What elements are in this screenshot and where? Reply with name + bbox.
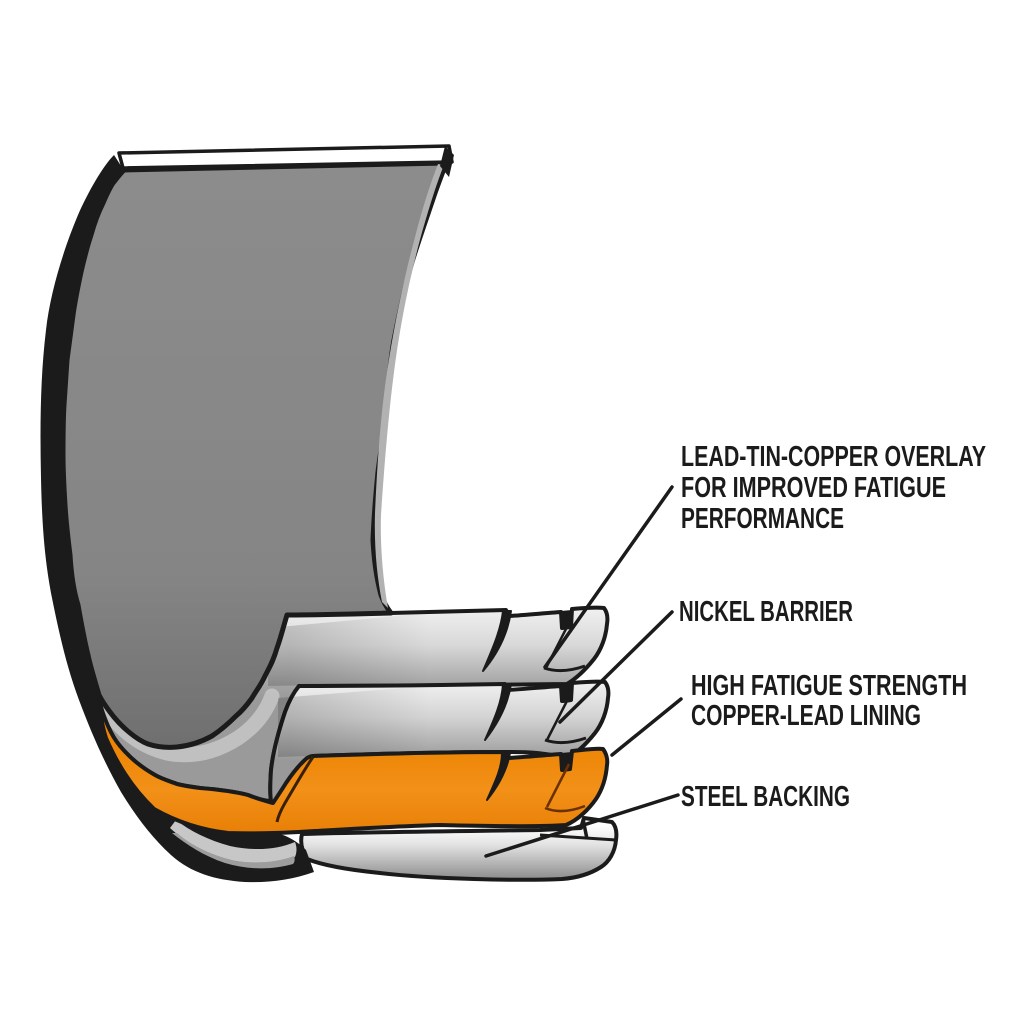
svg-text:PERFORMANCE: PERFORMANCE xyxy=(681,503,844,535)
svg-text:FOR IMPROVED FATIGUE: FOR IMPROVED FATIGUE xyxy=(681,472,946,504)
svg-text:COPPER-LEAD LINING: COPPER-LEAD LINING xyxy=(691,700,921,732)
svg-text:STEEL BACKING: STEEL BACKING xyxy=(681,781,850,813)
svg-text:NICKEL BARRIER: NICKEL BARRIER xyxy=(679,596,853,628)
svg-text:LEAD-TIN-COPPER OVERLAY: LEAD-TIN-COPPER OVERLAY xyxy=(681,441,986,473)
svg-text:HIGH FATIGUE STRENGTH: HIGH FATIGUE STRENGTH xyxy=(691,670,967,702)
